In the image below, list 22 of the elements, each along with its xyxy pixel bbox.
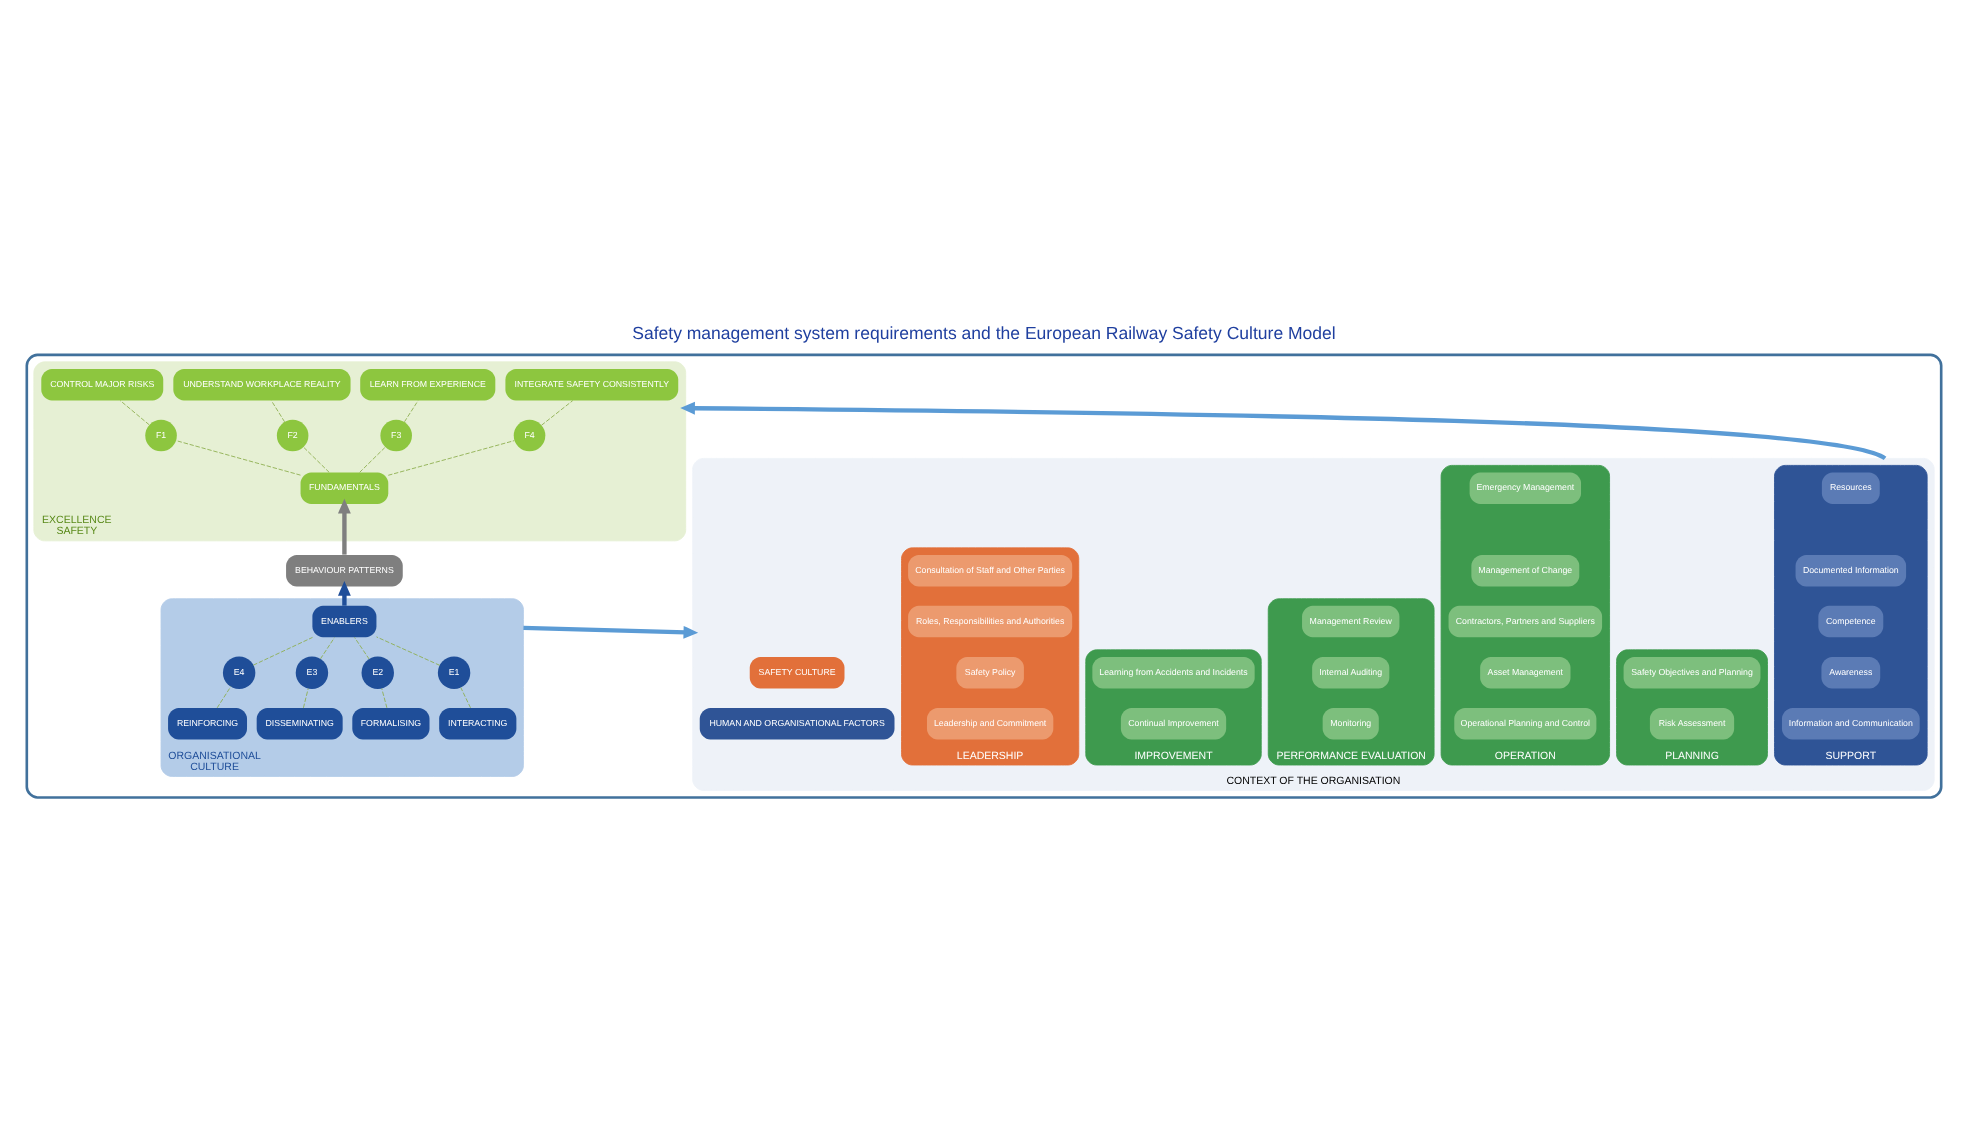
connector: [119, 400, 150, 426]
connector: [359, 446, 386, 473]
connector: [387, 440, 515, 476]
diagram-title: Safety management system requirements and the European Railway Safety Culture Model: [632, 323, 1336, 344]
connector: [376, 636, 441, 666]
arrow: [523, 625, 699, 639]
connector: [541, 400, 574, 426]
arrow: [338, 581, 351, 606]
connector: [460, 687, 471, 709]
connector: [404, 400, 419, 423]
connector: [303, 688, 309, 709]
connector: [252, 636, 313, 666]
cluster: [25, 353, 1943, 799]
arrow: [338, 498, 351, 555]
connector: [270, 400, 285, 423]
connector: [381, 688, 388, 709]
connector: [175, 440, 301, 476]
connector: [216, 686, 232, 709]
arrow: [680, 401, 1886, 461]
connector: [303, 446, 330, 473]
connector: [320, 637, 335, 660]
connector: [354, 636, 370, 660]
